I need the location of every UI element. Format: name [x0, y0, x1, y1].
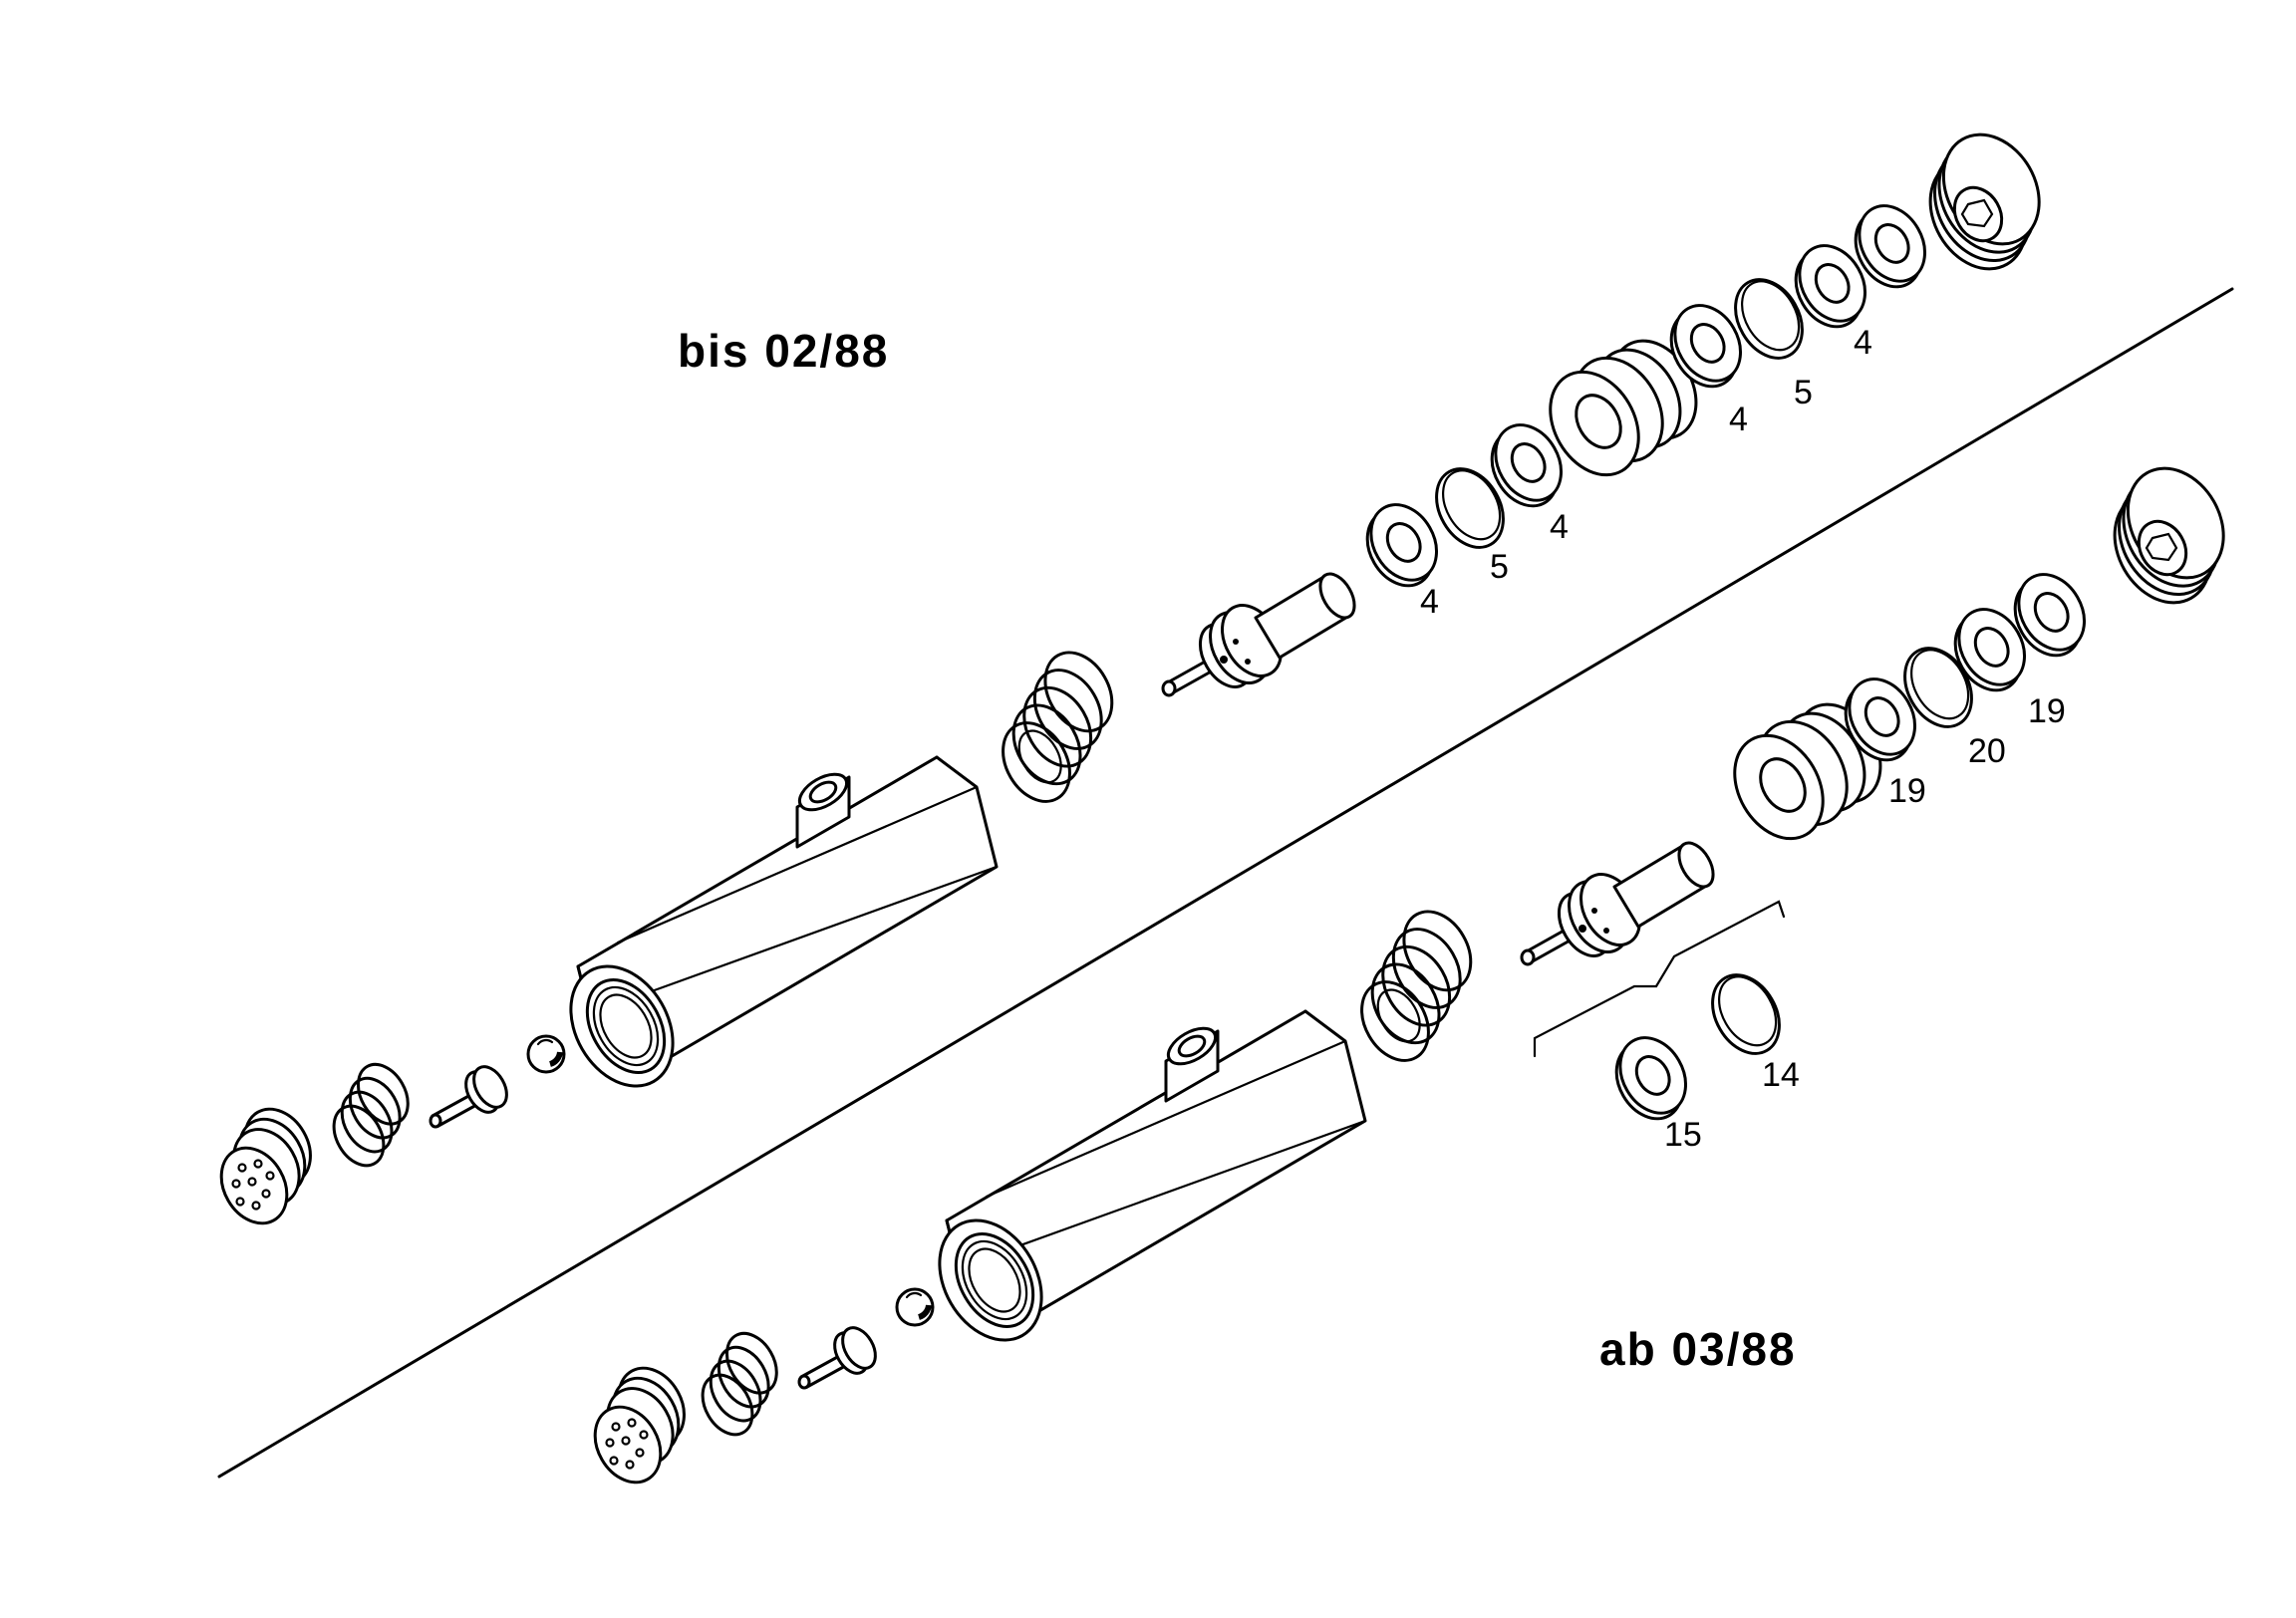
check-ball-upper [528, 1036, 564, 1072]
assembly-lower [580, 449, 2244, 1496]
washer-15-lower [1601, 1024, 1701, 1133]
label-5-a: 5 [1490, 548, 1509, 586]
small-spring-lower [691, 1323, 788, 1446]
label-20: 20 [1968, 732, 2006, 770]
label-19-a: 19 [1888, 772, 1926, 810]
threaded-plug-lower [2094, 449, 2244, 622]
end-plug-upper [206, 1095, 326, 1237]
valve-housing-upper [548, 755, 999, 1106]
check-ball-lower [897, 1289, 933, 1325]
end-plug-lower [580, 1354, 700, 1496]
separator-line [217, 287, 2234, 1479]
label-4-a: 4 [1420, 583, 1439, 621]
label-14: 14 [1762, 1056, 1800, 1094]
label-4-c: 4 [1729, 401, 1748, 438]
small-spring-upper [322, 1054, 420, 1177]
valve-pin-lower [797, 1320, 884, 1390]
valve-housing-lower [917, 1009, 1367, 1360]
label-19-b: 19 [2028, 692, 2066, 730]
header-old-version: bis 02/88 [678, 325, 889, 377]
label-4-d: 4 [1854, 324, 1872, 362]
spring-lower [1346, 898, 1486, 1074]
label-4-b: 4 [1550, 508, 1569, 546]
bracket-group [1533, 900, 1786, 1058]
oring-14-lower [1697, 961, 1795, 1067]
label-15: 15 [1664, 1116, 1702, 1154]
label-5-b: 5 [1794, 374, 1813, 411]
threaded-plug-upper [1909, 116, 2060, 288]
valve-pin-upper [429, 1059, 515, 1129]
header-new-version: ab 03/88 [1599, 1323, 1797, 1375]
spring-upper [988, 639, 1127, 815]
washer-4a-upper [1352, 491, 1452, 600]
piston-upper [1161, 566, 1363, 697]
piston-lower [1520, 835, 1722, 966]
